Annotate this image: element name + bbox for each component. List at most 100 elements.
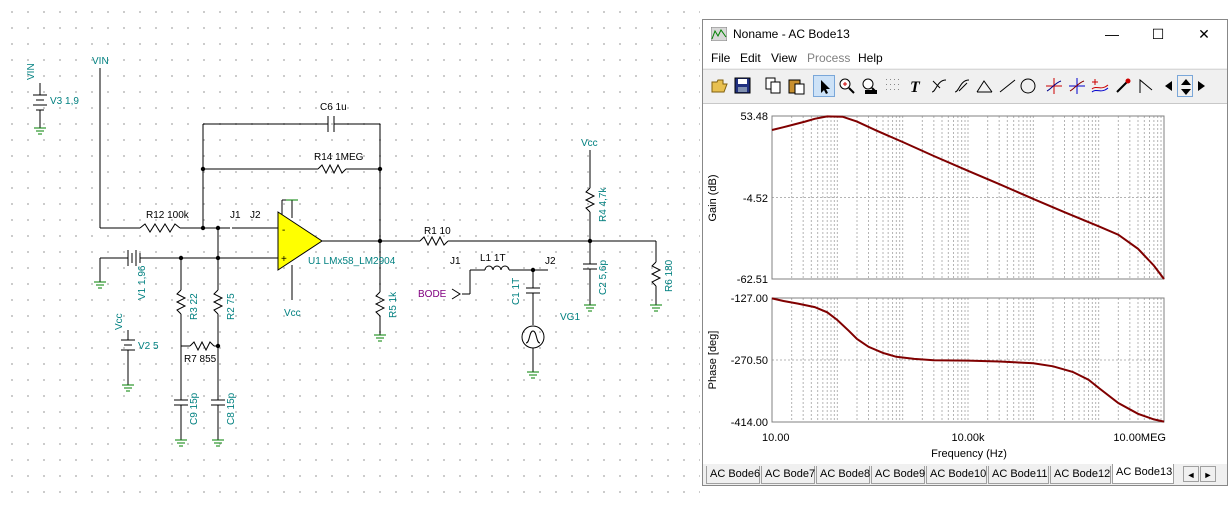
- label-l1: L1 1T: [480, 253, 506, 264]
- tab-ac-bode10[interactable]: AC Bode10: [926, 466, 987, 484]
- label-vcc-u1: Vcc: [284, 308, 301, 319]
- tab-ac-bode8[interactable]: AC Bode8: [816, 466, 870, 484]
- paste-button[interactable]: [786, 75, 808, 97]
- open-button[interactable]: [709, 75, 731, 97]
- scroll-right-button[interactable]: [1195, 75, 1209, 97]
- tab-ac-bode13[interactable]: AC Bode13: [1112, 464, 1174, 484]
- marker-button[interactable]: [1112, 75, 1134, 97]
- save-button[interactable]: [732, 75, 754, 97]
- add-curve-icon: [1091, 79, 1109, 93]
- tab-scroll-left[interactable]: ◄: [1183, 466, 1199, 482]
- circle-button[interactable]: [1017, 75, 1039, 97]
- zoom-in-button[interactable]: [836, 75, 858, 97]
- label-c2: C2 5,6p: [598, 260, 609, 295]
- toolbar: T: [703, 69, 1227, 104]
- step-icon: [1139, 78, 1153, 93]
- circle-icon: [1020, 78, 1036, 94]
- gain-plot-frame: [771, 115, 1165, 280]
- label-r5: R5 1k: [388, 291, 399, 318]
- label-j2-top: J2: [250, 210, 261, 221]
- phase-ytick-top: -127.00: [731, 293, 768, 305]
- tab-ac-bode7[interactable]: AC Bode7: [761, 466, 815, 484]
- label-c6: C6 1u: [320, 102, 347, 113]
- menu-file[interactable]: File: [711, 51, 731, 65]
- cursor-a-button[interactable]: [1043, 75, 1065, 97]
- menu-edit[interactable]: Edit: [740, 51, 761, 65]
- tab-scroll-right[interactable]: ►: [1200, 466, 1216, 482]
- save-icon: [734, 77, 751, 94]
- label-r3: R3 22: [189, 293, 200, 320]
- scroll-updown-icon: [1181, 79, 1191, 95]
- xtick-10meg: 10.00MEG: [1113, 432, 1166, 444]
- x-axis-label: Frequency (Hz): [931, 448, 1007, 460]
- copy-icon: [765, 77, 781, 94]
- add-curve-button[interactable]: [1089, 75, 1111, 97]
- label-c8: C8 15p: [226, 392, 237, 425]
- line-icon: [999, 79, 1016, 93]
- tab-ac-bode12[interactable]: AC Bode12: [1050, 466, 1111, 484]
- label-vg1: VG1: [560, 312, 580, 323]
- label-vin-top: VIN: [92, 56, 109, 67]
- label-r6: R6 180: [664, 259, 675, 292]
- label-c1: C1 1T: [511, 278, 522, 305]
- gain-series-line: [771, 115, 1165, 280]
- xtick-10k: 10.00k: [951, 432, 985, 444]
- angle-icon: [976, 80, 993, 93]
- menu-view[interactable]: View: [771, 51, 797, 65]
- label-v2: V2 5: [138, 341, 159, 352]
- bode-plots: 53.48 -4.52 -62.51 -127.00 -270.50 -414.…: [707, 111, 1166, 460]
- grid-button[interactable]: [882, 75, 904, 97]
- label-bode: BODE: [418, 289, 447, 300]
- scroll-updown-button[interactable]: [1177, 75, 1193, 97]
- gain-y-axis-label: Gain (dB): [707, 174, 719, 221]
- curve-label-button[interactable]: [928, 75, 950, 97]
- plot-area[interactable]: 53.48 -4.52 -62.51 -127.00 -270.50 -414.…: [703, 104, 1227, 464]
- xtick-10: 10.00: [762, 432, 790, 444]
- label-vcc-r4: Vcc: [581, 138, 598, 149]
- maximize-button[interactable]: ☐: [1151, 26, 1165, 42]
- menu-help[interactable]: Help: [858, 51, 883, 65]
- label-j2-right: J2: [545, 256, 556, 267]
- cursor-b-button[interactable]: [1066, 75, 1088, 97]
- menu-bar: File Edit View Process Help: [703, 48, 1227, 68]
- tab-ac-bode9[interactable]: AC Bode9: [871, 466, 925, 484]
- label-j1-left: J1: [230, 210, 241, 221]
- text-icon: T: [910, 79, 921, 95]
- tab-ac-bode11[interactable]: AC Bode11: [988, 466, 1049, 484]
- schematic-canvas[interactable]: - + VIN V3 1,9 VIN C6 1u R14 1MEG R12 10…: [0, 0, 700, 507]
- cursor-a-icon: [1046, 78, 1062, 94]
- text-button[interactable]: T: [905, 75, 927, 97]
- tab-ac-bode6[interactable]: AC Bode6: [706, 466, 760, 484]
- label-c9: C9 15p: [189, 392, 200, 425]
- app-icon: [711, 27, 727, 41]
- grid-icon: [886, 79, 899, 90]
- svg-text:-: -: [282, 225, 285, 236]
- label-j1-bode: J1: [450, 256, 461, 267]
- svg-text:T: T: [910, 79, 921, 95]
- title-bar[interactable]: Noname - AC Bode13 — ☐ ✕: [703, 20, 1227, 48]
- label-r14: R14 1MEG: [314, 152, 364, 163]
- menu-process[interactable]: Process: [807, 51, 851, 65]
- close-button[interactable]: ✕: [1198, 26, 1210, 42]
- copy-button[interactable]: [763, 75, 785, 97]
- label-v1: V1 1,96: [137, 265, 148, 300]
- zoom-100-button[interactable]: [859, 75, 881, 97]
- step-button[interactable]: [1135, 75, 1157, 97]
- label-vcc-v2: Vcc: [114, 313, 125, 330]
- marker-icon: [1116, 78, 1131, 93]
- angle-button[interactable]: [974, 75, 996, 97]
- curve-label-icon: [931, 79, 947, 93]
- label-vin-v3: VIN: [26, 63, 37, 80]
- phase-y-axis-label: Phase [deg]: [707, 331, 719, 390]
- gain-ytick-top: 53.48: [740, 111, 768, 123]
- phase-series-line: [771, 297, 1165, 423]
- label-r12: R12 100k: [146, 210, 190, 221]
- svg-text:+: +: [281, 254, 287, 265]
- bode-window[interactable]: Noname - AC Bode13 — ☐ ✕ File Edit View …: [702, 19, 1228, 486]
- label-r1: R1 10: [424, 226, 451, 237]
- pointer-button[interactable]: [813, 75, 835, 97]
- line-button[interactable]: [997, 75, 1019, 97]
- minimize-button[interactable]: —: [1105, 26, 1119, 42]
- curve-label-2-button[interactable]: [951, 75, 973, 97]
- scroll-left-button[interactable]: [1162, 75, 1176, 97]
